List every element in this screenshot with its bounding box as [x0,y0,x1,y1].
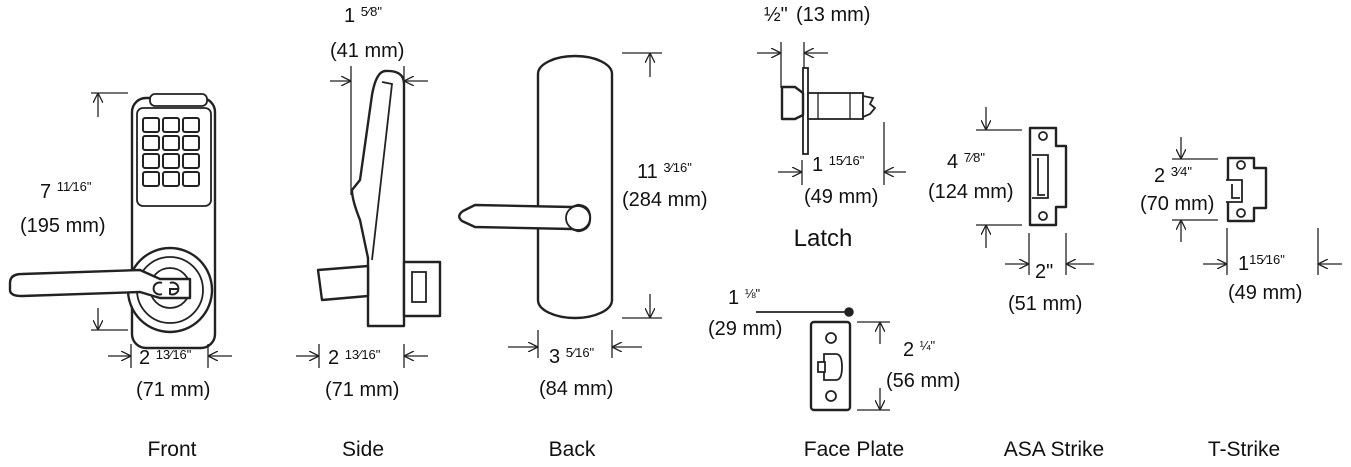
latch-caption: Latch [794,225,853,252]
front-height-imperial: 7 11⁄16" [40,179,92,203]
face-plate-height-metric: (56 mm) [886,370,960,392]
t-strike-height-imperial: 2 3⁄4" [1154,164,1192,187]
face-plate-width-imperial: 1 ⅛" [728,286,761,309]
side-lock-drawing [316,69,442,328]
front-width-imperial: 2 13⁄16" [139,347,192,369]
t-strike-width-imperial: 115⁄16" [1238,252,1285,275]
front-lock-drawing [8,93,217,350]
asa-strike-width-metric: (51 mm) [1008,293,1082,315]
latch-length-imperial: 1 15⁄16" [812,153,865,176]
face-plate-caption: Face Plate [804,438,904,461]
latch-drawing [780,67,877,155]
face-plate-view: 1 ⅛" (29 mm) 2 ¼" (56 mm) Face Plate [708,286,960,461]
front-caption: Front [147,438,196,461]
t-strike-caption: T-Strike [1208,438,1280,461]
asa-strike-height-metric: (124 mm) [928,181,1014,203]
t-strike-view: 2 3⁄4" (70 mm) 115⁄16" (49 mm) T-Strike [1140,137,1342,461]
back-view: 11 3⁄16" (284 mm) 3 5⁄16" (84 mm) Back [458,52,708,461]
side-depth-metric: (41 mm) [330,40,404,62]
latch-top-imperial: ½" [764,4,788,26]
back-width-metric: (84 mm) [539,378,613,400]
side-width-metric: (71 mm) [325,379,399,401]
latch-length-metric: (49 mm) [804,186,878,208]
latch-view: ½" (13 mm) 1 15⁄16" (49 mm) Latch [757,4,906,252]
side-caption: Side [342,438,384,461]
front-view: 7 11⁄16" (195 mm) 2 13⁄16" (71 mm) Front [8,92,232,461]
asa-strike-caption: ASA Strike [1004,438,1104,461]
face-plate-height-imperial: 2 ¼" [903,338,936,361]
back-height-metric: (284 mm) [622,189,708,211]
side-depth-imperial: 1 5⁄8" [344,4,382,27]
back-width-imperial: 3 5⁄16" [549,345,595,368]
side-width-imperial: 2 13⁄16" [328,347,381,369]
face-plate-drawing [809,320,852,412]
latch-top-metric: (13 mm) [796,4,870,26]
back-plate-drawing [458,54,614,320]
asa-strike-view: 4 7⁄8" (124 mm) 2" (51 mm) ASA Strike [928,107,1104,461]
back-height-imperial: 11 3⁄16" [637,160,692,183]
face-plate-width-metric: (29 mm) [708,318,782,340]
keypad [142,117,200,187]
front-height-metric: (195 mm) [20,215,106,237]
asa-strike-height-imperial: 4 7⁄8" [947,150,985,173]
asa-strike-drawing [1028,126,1068,227]
back-caption: Back [549,438,596,461]
front-width-metric: (71 mm) [136,379,210,401]
t-strike-height-metric: (70 mm) [1140,193,1214,215]
asa-strike-width-imperial: 2" [1035,261,1053,283]
t-strike-width-metric: (49 mm) [1228,282,1302,304]
side-view: 1 5⁄8" (41 mm) 2 13⁄16" (71 mm) Side [296,4,442,461]
t-strike-drawing [1226,156,1268,223]
